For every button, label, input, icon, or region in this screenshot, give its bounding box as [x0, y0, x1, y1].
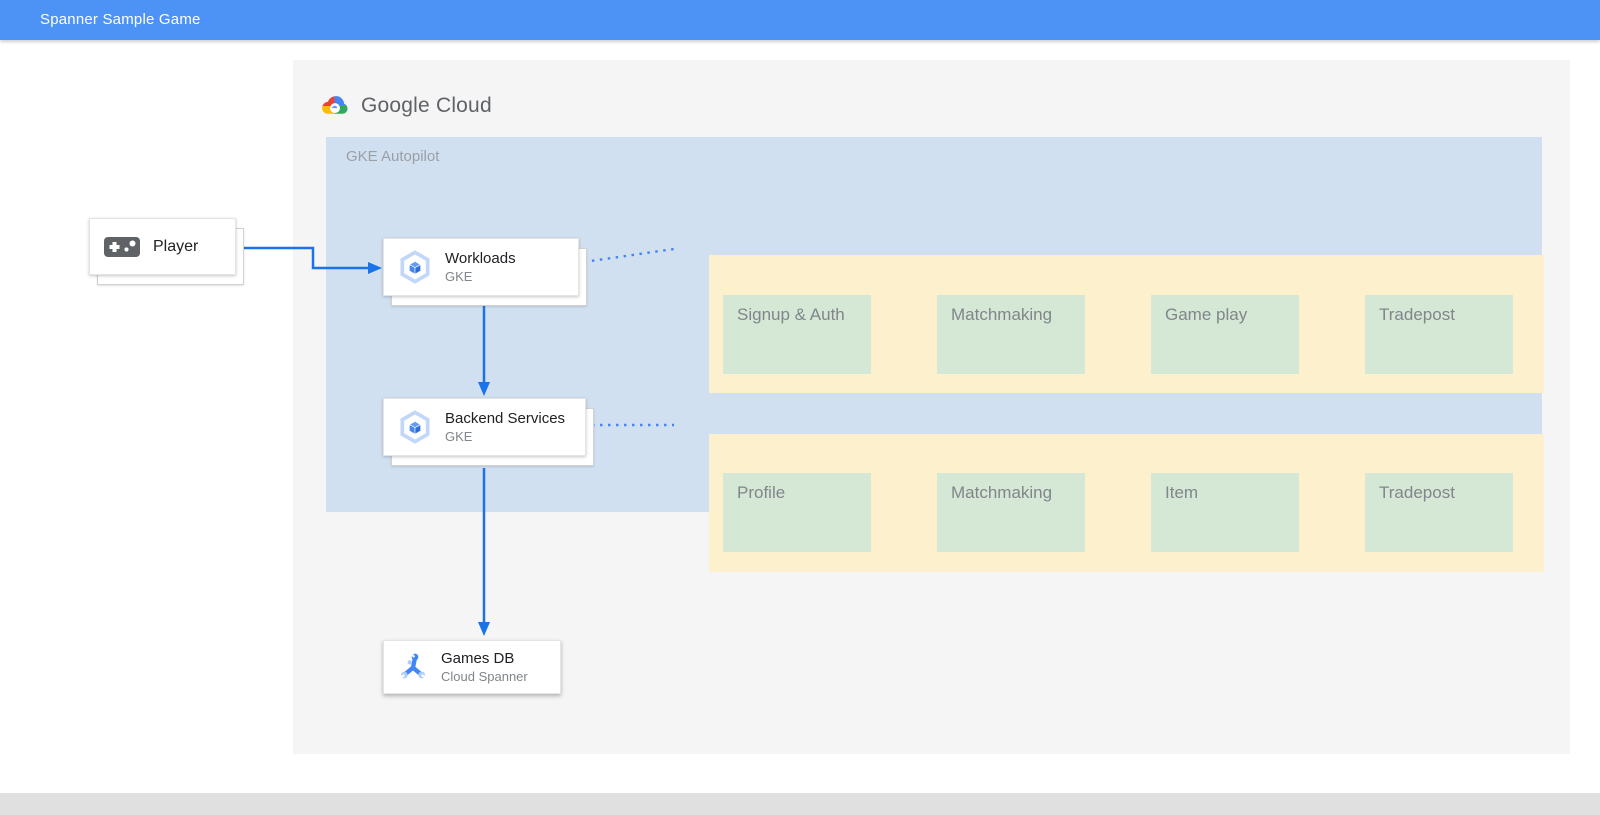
workloads-card: Workloads GKE — [383, 238, 587, 306]
service-box-item: Item — [1151, 473, 1299, 552]
service-label: Signup & Auth — [737, 305, 845, 324]
service-box-game-play: Game play — [1151, 295, 1299, 374]
service-box-profile: Profile — [723, 473, 871, 552]
footer-bar — [0, 793, 1600, 815]
services-row-2: Profile Matchmaking Item Tradepost — [709, 434, 1544, 572]
games-db-card-face: Games DB Cloud Spanner — [383, 640, 561, 694]
node-subtitle: Cloud Spanner — [441, 669, 528, 684]
player-card-face: Player — [89, 218, 236, 275]
google-cloud-icon — [322, 96, 348, 114]
workloads-card-face: Workloads GKE — [383, 238, 579, 296]
player-label: Player — [153, 237, 199, 255]
node-subtitle: GKE — [445, 429, 473, 444]
google-cloud-wordmark: Google Cloud — [361, 93, 492, 117]
zone-label: GKE Autopilot — [346, 148, 440, 165]
node-title: Games DB — [441, 650, 515, 667]
service-label: Matchmaking — [951, 483, 1053, 502]
header-bar: Spanner Sample Game — [0, 0, 1600, 40]
service-label: Game play — [1165, 305, 1248, 324]
gamepad-icon — [104, 236, 140, 257]
node-title: Backend Services — [445, 410, 566, 427]
service-box-tradepost-1: Tradepost — [1365, 295, 1513, 374]
service-box-signup-auth: Signup & Auth — [723, 295, 871, 374]
cloud-spanner-icon — [399, 652, 427, 679]
service-label: Matchmaking — [951, 305, 1053, 324]
app-title: Spanner Sample Game — [40, 11, 201, 28]
services-row-1: Signup & Auth Matchmaking Game play Trad… — [709, 255, 1544, 393]
gke-icon — [400, 250, 430, 284]
service-label: Profile — [737, 483, 786, 502]
player-card: Player — [89, 218, 244, 285]
gke-icon — [400, 410, 430, 444]
service-box-matchmaking-1: Matchmaking — [937, 295, 1085, 374]
service-box-matchmaking-2: Matchmaking — [937, 473, 1085, 552]
service-label: Tradepost — [1379, 483, 1455, 502]
node-subtitle: GKE — [445, 269, 473, 284]
service-label: Item — [1165, 483, 1199, 502]
service-box-tradepost-2: Tradepost — [1365, 473, 1513, 552]
backend-services-card: Backend Services GKE — [383, 398, 594, 466]
backend-services-card-face: Backend Services GKE — [383, 398, 586, 456]
node-title: Workloads — [445, 250, 516, 267]
games-db-card: Games DB Cloud Spanner — [383, 640, 561, 694]
google-cloud-logo: Google Cloud — [317, 92, 492, 119]
service-label: Tradepost — [1379, 305, 1455, 324]
